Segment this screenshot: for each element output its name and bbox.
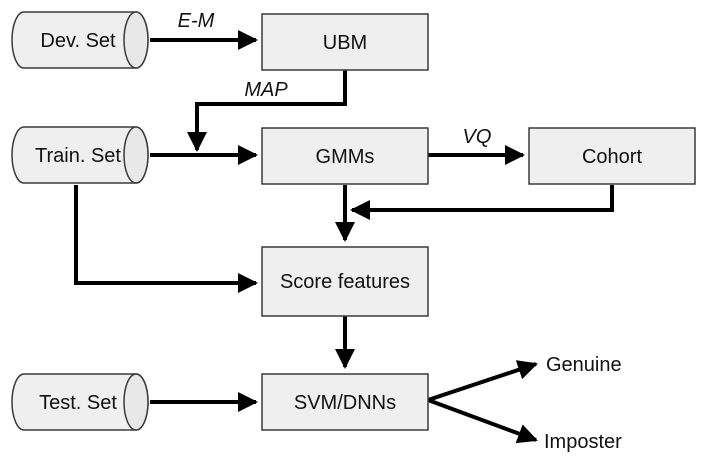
edge-ubm-map-to-gmms (187, 70, 347, 152)
train-set-label: Train. Set (35, 145, 121, 167)
score-features-label: Score features (280, 271, 410, 293)
edge-cohort-feedback (350, 185, 614, 220)
process-cohort: Cohort (528, 127, 696, 185)
imposter-output-label: Imposter (544, 431, 622, 453)
svm-dnns-label: SVM/DNNs (294, 392, 396, 414)
gmms-label: GMMs (316, 146, 375, 168)
test-set-label: Test. Set (39, 392, 117, 414)
process-gmms: GMMs (261, 127, 429, 185)
em-edge-label: E-M (178, 10, 215, 32)
source-test-set: Test. Set (11, 373, 149, 431)
genuine-output-label: Genuine (546, 354, 622, 376)
source-dev-set: Dev. Set (11, 11, 149, 69)
source-train-set: Train. Set (11, 126, 149, 184)
process-ubm: UBM (261, 13, 429, 71)
process-svm-dnns: SVM/DNNs (261, 373, 429, 431)
process-score-features: Score features (261, 246, 429, 317)
map-edge-label: MAP (244, 79, 288, 101)
dev-set-label: Dev. Set (40, 30, 116, 52)
cohort-label: Cohort (582, 146, 642, 168)
ubm-label: UBM (323, 32, 367, 54)
edge-svm-to-imposter (427, 398, 538, 444)
edge-trainset-to-score (74, 185, 258, 293)
vq-edge-label: VQ (463, 126, 492, 148)
edge-svm-to-genuine (427, 360, 538, 402)
connectors (74, 30, 614, 444)
